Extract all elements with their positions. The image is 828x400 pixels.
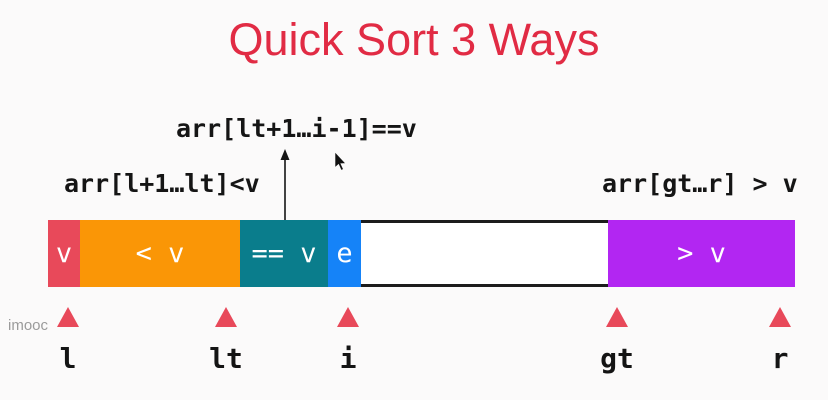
array-bar: v < v == v e > v <box>0 220 828 287</box>
segment-equal-v: == v <box>240 220 328 287</box>
mouse-cursor-icon <box>334 152 347 171</box>
pointer-label: r <box>771 342 789 375</box>
pointer-label: lt <box>209 342 243 375</box>
segment-unprocessed <box>361 220 608 287</box>
pointer-gt: gt <box>577 307 657 375</box>
page-title: Quick Sort 3 Ways <box>228 14 600 65</box>
triangle-marker-icon <box>57 307 79 327</box>
segment-label: e <box>336 238 353 269</box>
segment-label: < v <box>135 238 185 269</box>
segment-label: > v <box>677 238 726 269</box>
triangle-marker-icon <box>769 307 791 327</box>
segment-label: v <box>55 238 73 269</box>
pointer-lt: lt <box>186 307 266 375</box>
triangle-marker-icon <box>606 307 628 327</box>
pointer-r: r <box>740 307 820 375</box>
pointer-l: l <box>28 307 108 375</box>
pointer-i: i <box>308 307 388 375</box>
triangle-marker-icon <box>215 307 237 327</box>
segment-greater-than-v: > v <box>608 220 795 287</box>
segment-pivot: v <box>48 220 80 287</box>
annotation-less-region: arr[l+1…lt]<v <box>64 169 260 198</box>
up-arrow-icon <box>280 149 290 220</box>
segment-less-than-v: < v <box>80 220 240 287</box>
triangle-marker-icon <box>337 307 359 327</box>
annotation-greater-region: arr[gt…r] > v <box>602 169 798 198</box>
pointer-label: i <box>339 342 357 375</box>
segment-label: == v <box>251 238 317 269</box>
segment-current-element: e <box>328 220 361 287</box>
pointer-label: l <box>59 342 77 375</box>
annotation-equal-region: arr[lt+1…i-1]==v <box>176 114 417 143</box>
imooc-watermark: imooc <box>8 317 49 334</box>
pointer-label: gt <box>600 342 634 375</box>
